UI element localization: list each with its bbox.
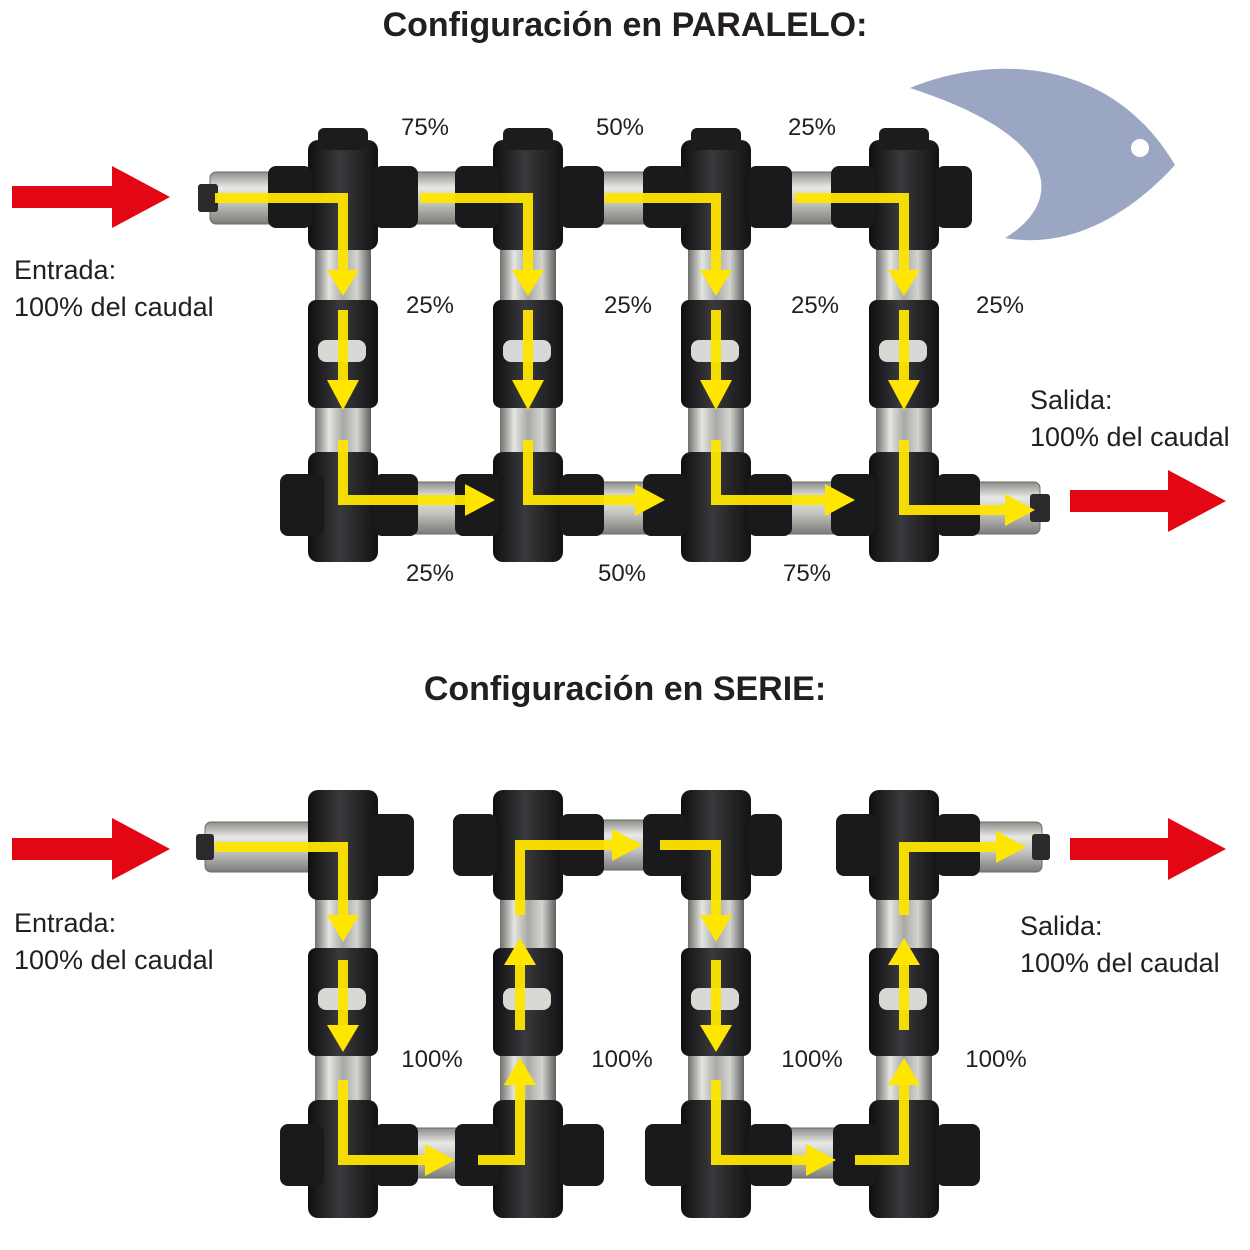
outlet-red-arrow-icon (1070, 818, 1226, 880)
parallel-bottom-flow: 50% (597, 560, 647, 587)
series-inlet-line2: 100% del caudal (14, 945, 214, 975)
title-parallel: Configuración en PARALELO: (382, 6, 868, 44)
parallel-bottom-flow: 75% (782, 560, 832, 587)
parallel-vertical-flow: 25% (405, 292, 455, 319)
parallel-inlet-line2: 100% del caudal (14, 292, 214, 322)
fish-logo-icon (910, 68, 1175, 241)
yellow-flow-arrows (215, 840, 1000, 1165)
parallel-vertical-flow: 25% (603, 292, 653, 319)
parallel-top-flow: 25% (787, 114, 837, 141)
yellow-flow-arrowheads (327, 829, 1026, 1176)
series-outlet-line1: Salida: (1020, 911, 1103, 941)
series-vertical-flow: 100% (781, 1046, 843, 1073)
parallel-bottom-flow: 25% (405, 560, 455, 587)
series-inlet-label: Entrada: 100% del caudal (14, 905, 214, 979)
parallel-inlet-label: Entrada: 100% del caudal (14, 252, 214, 326)
yellow-flow-arrows (215, 193, 1010, 515)
inlet-red-arrow-icon (12, 818, 170, 880)
parallel-top-flow: 75% (400, 114, 450, 141)
series-vertical-flow: 100% (401, 1046, 463, 1073)
uv-unit (453, 790, 604, 1218)
parallel-outlet-line2: 100% del caudal (1030, 422, 1230, 452)
series-outlet-label: Salida: 100% del caudal (1020, 908, 1220, 982)
series-vertical-flow: 100% (591, 1046, 653, 1073)
series-outlet-nozzle (1032, 834, 1050, 860)
parallel-outlet-label: Salida: 100% del caudal (1030, 382, 1230, 456)
parallel-inlet-line1: Entrada: (14, 255, 117, 285)
title-series: Configuración en SERIE: (423, 670, 827, 708)
outlet-red-arrow-icon (1070, 470, 1226, 532)
parallel-outlet-line1: Salida: (1030, 385, 1113, 415)
series-outlet-line2: 100% del caudal (1020, 948, 1220, 978)
inlet-red-arrow-icon (12, 166, 170, 228)
parallel-vertical-flow: 25% (790, 292, 840, 319)
parallel-top-flow: 50% (595, 114, 645, 141)
series-vertical-flow: 100% (965, 1046, 1027, 1073)
parallel-diagram (12, 68, 1226, 562)
series-inlet-nozzle (196, 834, 214, 860)
yellow-flow-arrowheads (327, 270, 1035, 526)
series-inlet-line1: Entrada: (14, 908, 117, 938)
parallel-vertical-flow: 25% (975, 292, 1025, 319)
